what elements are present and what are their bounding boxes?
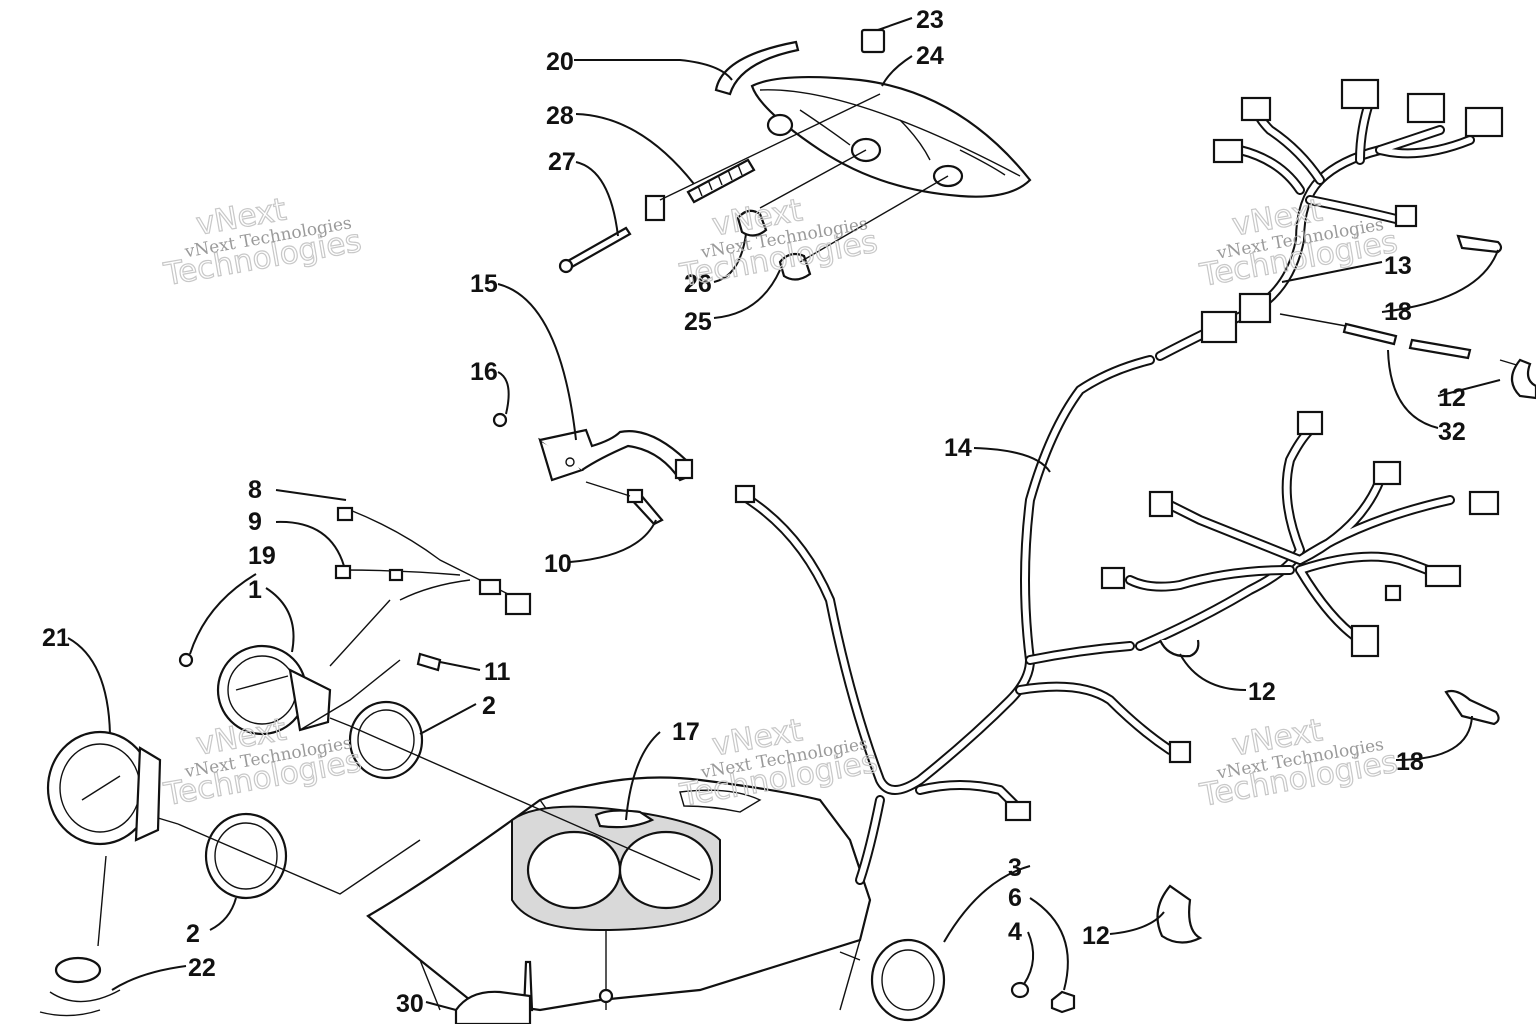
callout-11: 11	[484, 658, 511, 686]
gauge-ring-upper	[348, 700, 424, 780]
callout-30: 30	[396, 990, 424, 1018]
callout-28: 28	[546, 102, 574, 130]
callout-6: 6	[1008, 884, 1022, 912]
callout-8: 8	[248, 476, 262, 504]
callout-12-bottom: 12	[1082, 922, 1110, 950]
headlight-harness	[1155, 78, 1504, 361]
callout-23: 23	[916, 6, 944, 34]
bracket-nut	[492, 412, 508, 428]
callout-15: 15	[470, 270, 498, 298]
switch-housing	[839, 938, 946, 1022]
callout-20: 20	[546, 48, 574, 76]
hose-clamp-right	[1510, 358, 1536, 400]
callout-19: 19	[248, 542, 276, 570]
callout-27: 27	[548, 148, 576, 176]
hood-nut	[598, 988, 614, 1004]
watermarks: vNext Technologies vNext Technologies vN…	[160, 191, 1401, 815]
callout-labels: 20 28 27 23 24 26 25 15 16 10 8 9 19 1 1…	[42, 6, 1466, 1018]
connector-cap-lower	[1444, 689, 1500, 726]
callout-18-upper: 18	[1384, 298, 1412, 326]
watermark-bottom-center: vNext Technologies vNext Technologies	[676, 712, 881, 815]
bracket-bolt	[626, 488, 664, 526]
indicator-lamp	[39, 956, 121, 1017]
adjust-screw	[558, 194, 666, 274]
callout-14: 14	[944, 434, 972, 462]
wire-terminal	[416, 652, 442, 672]
callout-1: 1	[248, 576, 262, 604]
speedometer-gauge	[46, 730, 179, 846]
adjust-spring	[686, 158, 756, 204]
switch-harness	[1100, 410, 1500, 658]
instrument-pod-housing	[366, 776, 872, 1012]
washer	[1010, 981, 1030, 999]
gauge-ring-lower	[204, 812, 288, 900]
hex-nut	[1050, 990, 1076, 1014]
watermark-bottom-right: vNext Technologies vNext Technologies	[1196, 712, 1401, 815]
callout-17: 17	[672, 718, 700, 746]
callout-18-lower: 18	[1396, 748, 1424, 776]
resistor-bracket	[538, 428, 694, 482]
callout-13: 13	[1384, 252, 1412, 280]
headlight-assembly	[750, 75, 1032, 198]
main-wiring-harness	[734, 355, 1192, 885]
callout-3: 3	[1008, 854, 1022, 882]
callout-4: 4	[1008, 918, 1022, 946]
callout-2-upper: 2	[482, 692, 496, 720]
hood-bracket	[454, 990, 532, 1024]
callout-26: 26	[684, 270, 712, 298]
hose-clamp-bottom	[1156, 884, 1203, 944]
connector-spring	[1279, 313, 1472, 360]
tachometer-gauge	[216, 644, 351, 736]
callout-12-mid: 12	[1248, 678, 1276, 706]
connector-cap-upper	[1456, 234, 1503, 254]
gauge-harness	[334, 506, 532, 616]
callout-32: 32	[1438, 418, 1466, 446]
watermark-top-left: vNext Technologies vNext Technologies	[160, 191, 365, 294]
callout-16: 16	[470, 358, 498, 386]
headlight-clip	[860, 28, 886, 54]
callout-22: 22	[188, 954, 216, 982]
callout-9: 9	[248, 508, 262, 536]
hose-clamp-mid	[1158, 639, 1200, 658]
callout-12-right: 12	[1438, 384, 1466, 412]
watermark-top-right: vNext Technologies vNext Technologies	[1196, 192, 1401, 295]
headlight-trim-strip	[714, 40, 800, 96]
callout-24: 24	[916, 42, 944, 70]
callout-2-lower: 2	[186, 920, 200, 948]
gauge-bulb	[178, 652, 194, 668]
callout-21: 21	[42, 624, 70, 652]
callout-10: 10	[544, 550, 572, 578]
watermark-bottom-left: vNext Technologies vNext Technologies	[160, 711, 365, 814]
callout-25: 25	[684, 308, 712, 336]
leader-lines	[67, 17, 1501, 1011]
